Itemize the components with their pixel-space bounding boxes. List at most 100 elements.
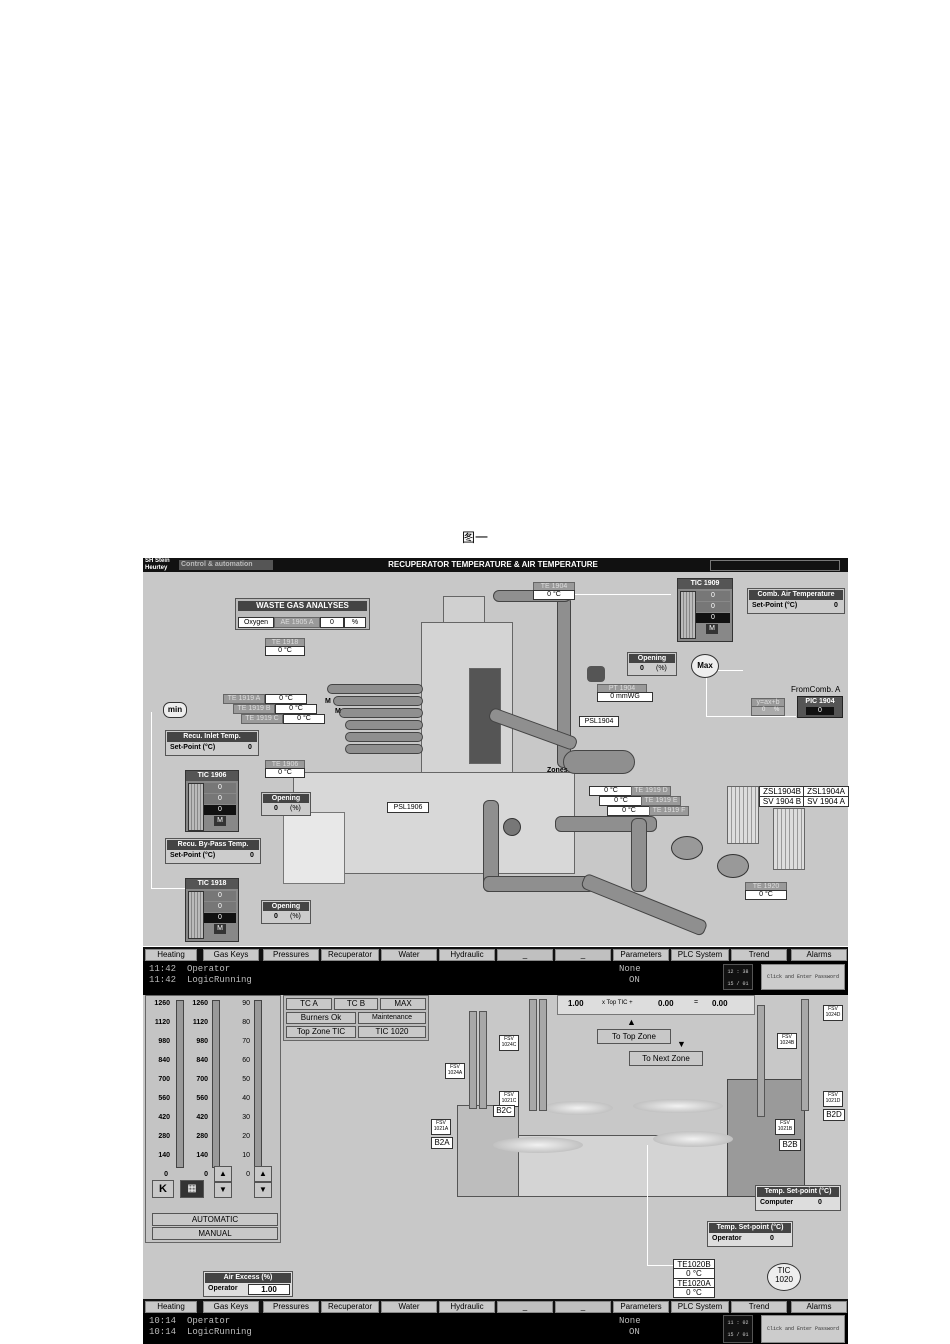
burners-ok-button[interactable]: Burners Ok (286, 1012, 356, 1024)
tic1020-label: TIC 1020 (775, 1266, 793, 1284)
password-button-2[interactable]: Click and Enter Password (761, 1315, 845, 1343)
tc-a-button[interactable]: TC A (286, 998, 332, 1010)
tic1909-v1: 0 (696, 591, 730, 601)
nav2-trend[interactable]: Trend (731, 1301, 787, 1313)
nav-gas-keys[interactable]: Gas Keys (203, 949, 259, 961)
maintenance-button[interactable]: Maintenance (358, 1012, 426, 1024)
burner-b2d[interactable]: B2D (823, 1109, 845, 1121)
decrease-button-1[interactable]: ▼ (214, 1182, 232, 1198)
te1919a-tag[interactable]: TE 1919 A (223, 694, 265, 704)
fsv1024a-label[interactable]: FSV 1024A (445, 1063, 465, 1079)
opening-mid-panel: Opening 0 (%) (261, 792, 311, 816)
nav2-gas-keys[interactable]: Gas Keys (203, 1301, 259, 1313)
nav2-parameters[interactable]: Parameters (613, 1301, 669, 1313)
nav-trend[interactable]: Trend (731, 949, 787, 961)
tic1909-panel[interactable]: TIC 1909 0 0 0 M (677, 578, 733, 642)
automatic-button[interactable]: AUTOMATIC (152, 1213, 278, 1226)
trend-chart-icon[interactable]: ▦ (180, 1180, 204, 1198)
scale2-1260: 1260 (192, 1000, 208, 1007)
decrease-button-2[interactable]: ▼ (254, 1182, 272, 1198)
burner-b2c[interactable]: B2C (493, 1105, 515, 1117)
temp-sp-operator-value[interactable]: 0 (770, 1235, 774, 1242)
tc-b-button[interactable]: TC B (334, 998, 378, 1010)
damper-valve[interactable] (587, 666, 605, 682)
scale1-140: 140 (158, 1152, 170, 1159)
burner-b2a[interactable]: B2A (431, 1137, 453, 1149)
burner-b2b[interactable]: B2B (779, 1139, 801, 1151)
tic1020-block[interactable]: TIC 1020 (767, 1263, 801, 1291)
increase-button-2[interactable]: ▲ (254, 1166, 272, 1182)
scale1-840: 840 (158, 1057, 170, 1064)
pt1904-value: 0 mmWG (597, 692, 653, 702)
recu-bypass-value[interactable]: 0 (250, 852, 254, 859)
fsv1021a-label[interactable]: FSV 1021A (431, 1119, 451, 1135)
fsv1024c-label[interactable]: FSV 1024C (499, 1035, 519, 1051)
nav-pressures[interactable]: Pressures (263, 949, 319, 961)
increase-button-1[interactable]: ▲ (214, 1166, 232, 1182)
tic1918-manual[interactable]: M (214, 924, 226, 934)
tic1906-panel[interactable]: TIC 1906 0 0 0 M (185, 770, 239, 832)
te1919c-tag[interactable]: TE 1919 C (241, 714, 283, 724)
fsv1024d-label[interactable]: FSV 1024D (823, 1005, 843, 1021)
nav-recuperator[interactable]: Recuperator (321, 949, 379, 961)
formula-b[interactable]: 0.00 (658, 999, 674, 1008)
kelvin-button[interactable]: K (152, 1180, 174, 1198)
tic1020-button[interactable]: TIC 1020 (358, 1026, 426, 1038)
pic1904-panel[interactable]: PIC 1904 0 (797, 696, 843, 718)
nav-parameters[interactable]: Parameters (613, 949, 669, 961)
nav-empty-2[interactable]: _ (555, 949, 611, 961)
screen-title: RECUPERATOR TEMPERATURE & AIR TEMPERATUR… (388, 560, 598, 569)
to-next-zone-button[interactable]: To Next Zone (629, 1051, 703, 1066)
nav2-pressures[interactable]: Pressures (263, 1301, 319, 1313)
password-button-1[interactable]: Click and Enter Password (761, 964, 845, 990)
tic1909-manual[interactable]: M (706, 624, 718, 634)
nav2-plc-system[interactable]: PLC System (671, 1301, 729, 1313)
recu-inlet-value[interactable]: 0 (248, 744, 252, 751)
comb-air-value[interactable]: 0 (834, 602, 838, 609)
temp-sp-operator-label: Operator (712, 1235, 742, 1242)
nav-hydraulic[interactable]: Hydraulic (439, 949, 495, 961)
oxygen-unit: % (344, 617, 366, 628)
signal-line-min-h (151, 888, 185, 889)
te1919f-tag[interactable]: TE 1919 F (649, 806, 689, 816)
thermocouple-line-h (647, 1265, 673, 1266)
te1919e-tag[interactable]: TE 1919 E (641, 796, 681, 806)
psl1904-label: PSL1904 (579, 716, 619, 727)
fsv1024b-label[interactable]: FSV 1024B (777, 1033, 797, 1049)
control-automation-button[interactable]: Control & automation (179, 560, 273, 570)
tic1906-bargraph (188, 783, 204, 831)
nav-alarms[interactable]: Alarms (791, 949, 847, 961)
top-zone-tic-button[interactable]: Top Zone TIC (286, 1026, 356, 1038)
tic1906-manual[interactable]: M (214, 816, 226, 826)
nav2-empty-1[interactable]: _ (497, 1301, 553, 1313)
nav2-heating[interactable]: Heating (145, 1301, 197, 1313)
te1918-value: 0 °C (265, 646, 305, 656)
manual-button[interactable]: MANUAL (152, 1227, 278, 1240)
te1919d-tag[interactable]: TE 1919 D (631, 786, 671, 796)
tic1918-panel[interactable]: TIC 1918 0 0 0 M (185, 878, 239, 942)
scale-1: 1260 1120 980 840 700 560 420 280 140 0 (148, 1000, 170, 1178)
nav2-hydraulic[interactable]: Hydraulic (439, 1301, 495, 1313)
formula-a[interactable]: 1.00 (568, 999, 584, 1008)
clock-1-time: 12 : 38 (727, 969, 749, 975)
te1919b-tag[interactable]: TE 1919 B (233, 704, 275, 714)
nav-heating[interactable]: Heating (145, 949, 197, 961)
fsv1021d-label[interactable]: FSV 1021D (823, 1091, 843, 1107)
bypass-valve[interactable] (503, 818, 521, 836)
scale2-1120: 1120 (192, 1019, 208, 1026)
nav2-recuperator[interactable]: Recuperator (321, 1301, 379, 1313)
nav-water[interactable]: Water (381, 949, 437, 961)
to-top-zone-button[interactable]: To Top Zone (597, 1029, 671, 1044)
nav2-alarms[interactable]: Alarms (791, 1301, 847, 1313)
nav-plc-system[interactable]: PLC System (671, 949, 729, 961)
ae1905a-tag[interactable]: AE 1905 A (274, 617, 320, 628)
furnace-wall (283, 812, 345, 884)
nav-empty-1[interactable]: _ (497, 949, 553, 961)
fsv1021b-label[interactable]: FSV 1021B (775, 1119, 795, 1135)
opening-top-panel: Opening 0 (%) (627, 652, 677, 676)
air-excess-value[interactable]: 1.00 (248, 1284, 290, 1295)
nav2-water[interactable]: Water (381, 1301, 437, 1313)
nav2-empty-2[interactable]: _ (555, 1301, 611, 1313)
mode-buttons: TC A TC B MAX Burners Ok Maintenance Top… (283, 995, 429, 1041)
max-button[interactable]: MAX (380, 998, 426, 1010)
